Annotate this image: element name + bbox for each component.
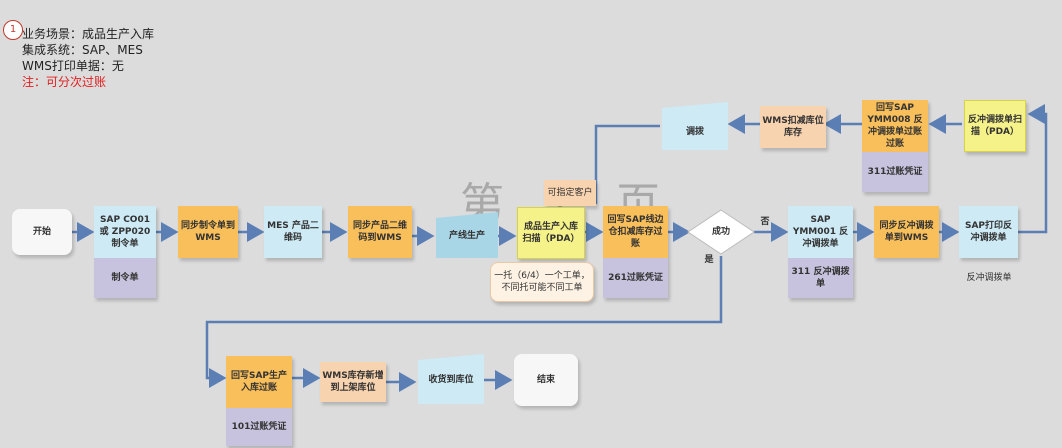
tray-note: 一托（6/4）一个工单，不同托可能不同工单 xyxy=(490,262,594,302)
reversal-311-node: 311 反冲调拨单 xyxy=(788,258,853,298)
voucher-261-node: 261过账凭证 xyxy=(603,258,668,298)
step-number-badge: 1 xyxy=(3,20,23,40)
note-text: 注：可分次过账 xyxy=(22,75,107,89)
writeback-sap-node: 回写SAP线边仓扣减库存过账 xyxy=(603,206,668,258)
sync-qr-node: 同步产品二维码到WMS xyxy=(348,206,412,258)
production-node: 产线生产 xyxy=(448,231,485,241)
no-label: 否 xyxy=(760,217,770,227)
voucher-311-node: 311过账凭证 xyxy=(862,152,928,192)
wms-add-node: WMS库存新增到上架库位 xyxy=(320,362,386,402)
order-sheet-node: 制令单 xyxy=(94,258,156,298)
yes-label: 是 xyxy=(704,255,714,265)
ymm001-node: SAP YMM001 反冲调拨单 xyxy=(788,206,853,258)
print-docs-text: WMS打印单据：无 xyxy=(22,59,124,73)
sync-reversal-node: 同步反冲调拨单到WMS xyxy=(874,206,939,258)
end-node: 结束 xyxy=(514,354,578,406)
voucher-101-node: 101过账凭证 xyxy=(226,408,292,446)
customer-note: 可指定客户 xyxy=(544,180,596,206)
sync-order-node: 同步制令单到WMS xyxy=(178,206,238,258)
adjust-node: 调拨 xyxy=(685,127,704,137)
systems-text: 集成系统：SAP、MES xyxy=(22,43,143,57)
sap-print-node: SAP打印反冲调拨单 xyxy=(959,206,1018,258)
fg-scan-node: 成品生产入库扫描（PDA） xyxy=(517,207,585,259)
mes-qr-node: MES 产品二维码 xyxy=(264,206,322,258)
ymm008-node: 回写SAP YMM008 反冲调拨单过账过账 xyxy=(862,100,928,152)
sap-co01-node: SAP CO01或 ZPP020 制令单 xyxy=(94,206,156,258)
scenario-text: 业务场景：成品生产入库 xyxy=(22,27,155,41)
reversal-doc-label: 反冲调拨单 xyxy=(966,273,1012,283)
success-decision: 成功 xyxy=(711,227,730,237)
receive-node: 收货到库位 xyxy=(428,375,474,385)
wms-deduct-node: WMS扣减库位库存 xyxy=(760,106,826,148)
reversal-scan-node: 反冲调拨单扫描（PDA） xyxy=(964,100,1026,152)
start-node: 开始 xyxy=(12,209,72,255)
writeback-prod-node: 回写SAP生产入库过账 xyxy=(226,356,292,408)
